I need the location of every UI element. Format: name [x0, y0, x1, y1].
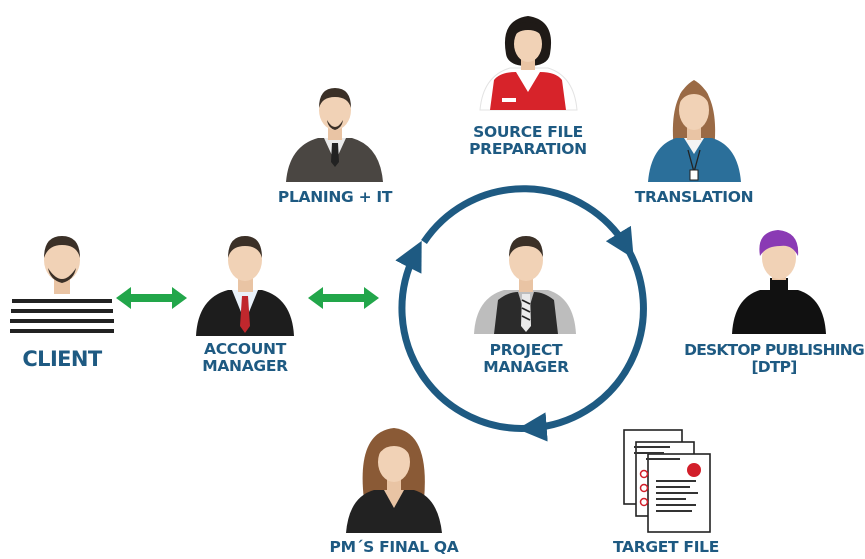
project-manager-label-line2: MANAGER: [483, 357, 569, 376]
account-manager-label-line1: ACCOUNT: [204, 340, 286, 358]
translation-avatar: [648, 80, 741, 182]
target-file-label: TARGET FILE: [612, 538, 720, 556]
source-file-preparation-label: SOURCE FILE PREPARATION: [462, 124, 594, 157]
cycle-arrows: [395, 185, 647, 442]
target-file-icon: [623, 429, 711, 533]
account-manager-label-line2: MANAGER: [202, 356, 288, 375]
client-avatar: [10, 236, 114, 336]
translation-label: TRANSLATION: [634, 188, 754, 206]
project-manager-label-line1: PROJECT: [489, 341, 563, 359]
pm-final-qa-avatar: [346, 428, 442, 533]
planing-it-label: PLANING + IT: [277, 188, 393, 206]
desktop-publishing-label: DESKTOP PUBLISHING [DTP]: [684, 341, 865, 376]
client-label: CLIENT: [22, 347, 102, 371]
cycle-arrow-top: [421, 185, 634, 259]
account-manager-avatar: [196, 236, 294, 336]
desktop-publishing-label-line2: [DTP]: [751, 357, 798, 376]
source-file-preparation-line1: SOURCE FILE: [473, 123, 583, 141]
pm-final-qa-label: PM´S FINAL QA: [329, 538, 459, 556]
source-file-preparation-avatar: [479, 16, 578, 111]
project-manager-avatar: [474, 236, 576, 334]
double-arrow-client-account: [116, 287, 187, 309]
project-manager-label: PROJECT MANAGER: [470, 342, 582, 375]
account-manager-label: ACCOUNT MANAGER: [190, 341, 300, 374]
planing-it-avatar: [286, 88, 383, 182]
source-file-preparation-line2: PREPARATION: [469, 139, 587, 158]
cycle-arrow-right: [517, 244, 647, 442]
desktop-publishing-label-line1: DESKTOP PUBLISHING: [684, 341, 865, 359]
double-arrow-account-pm: [308, 287, 379, 309]
desktop-publishing-avatar: [732, 230, 826, 334]
cycle-arrow-left: [395, 240, 533, 432]
